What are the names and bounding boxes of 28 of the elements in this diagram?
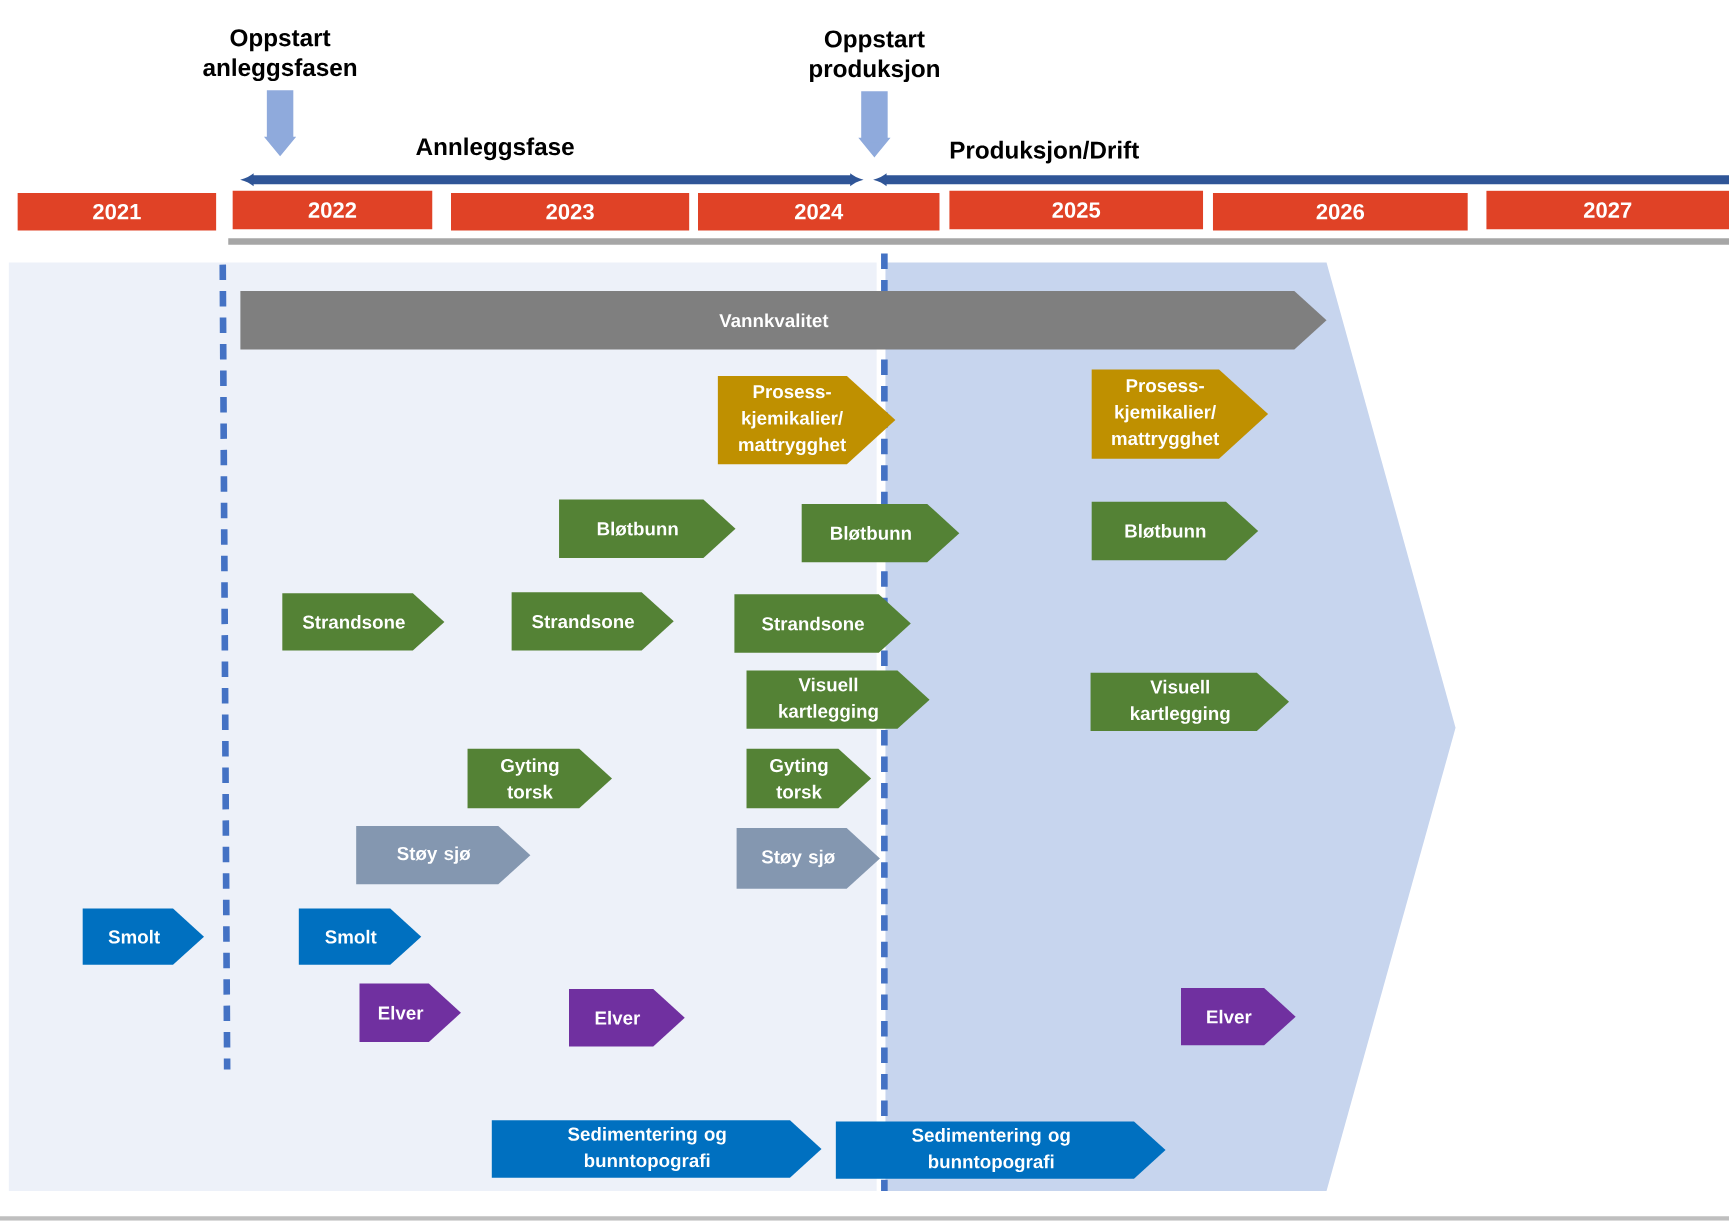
activity-box: Prosess- kjemikalier/ mattrygghet [1091,369,1269,459]
activity-box: Elver [1181,988,1296,1046]
activity-box: Gyting torsk [746,748,872,809]
activity-box: Sedimentering og bunntopografi [491,1120,822,1178]
activity-box: Vannkvalitet [240,291,1327,350]
year-box: 2025 [949,190,1204,230]
year-box: 2022 [232,190,433,230]
year-box: 2023 [451,193,690,231]
year-box: 2026 [1212,193,1468,231]
activity-box: Prosess- kjemikalier/ mattrygghet [717,376,896,465]
activity-box: Bløtbunn [1091,501,1259,561]
activity-box: Elver [569,989,685,1047]
activity-box: Smolt [298,908,422,965]
activity-box: Støy sjø [736,828,880,889]
activity-box: Sedimentering og bunntopografi [835,1121,1166,1179]
phase-label: Produksjon/Drift [950,141,1139,164]
activity-box: Støy sjø [356,826,531,885]
activity-box: Elver [359,983,461,1043]
year-box: 2027 [1486,190,1729,230]
phase-label: Annleggsfase [416,137,574,161]
activity-box: Strandsone [734,594,911,653]
milestone-label: Oppstart produksjon [810,30,939,83]
activity-box: Strandsone [282,593,445,651]
milestone-label: Oppstart anleggsfasen [203,29,357,82]
activity-box: Smolt [82,908,204,965]
activity-box: Gyting torsk [467,748,612,809]
year-box: 2024 [698,193,940,231]
year-box: 2021 [17,193,217,231]
